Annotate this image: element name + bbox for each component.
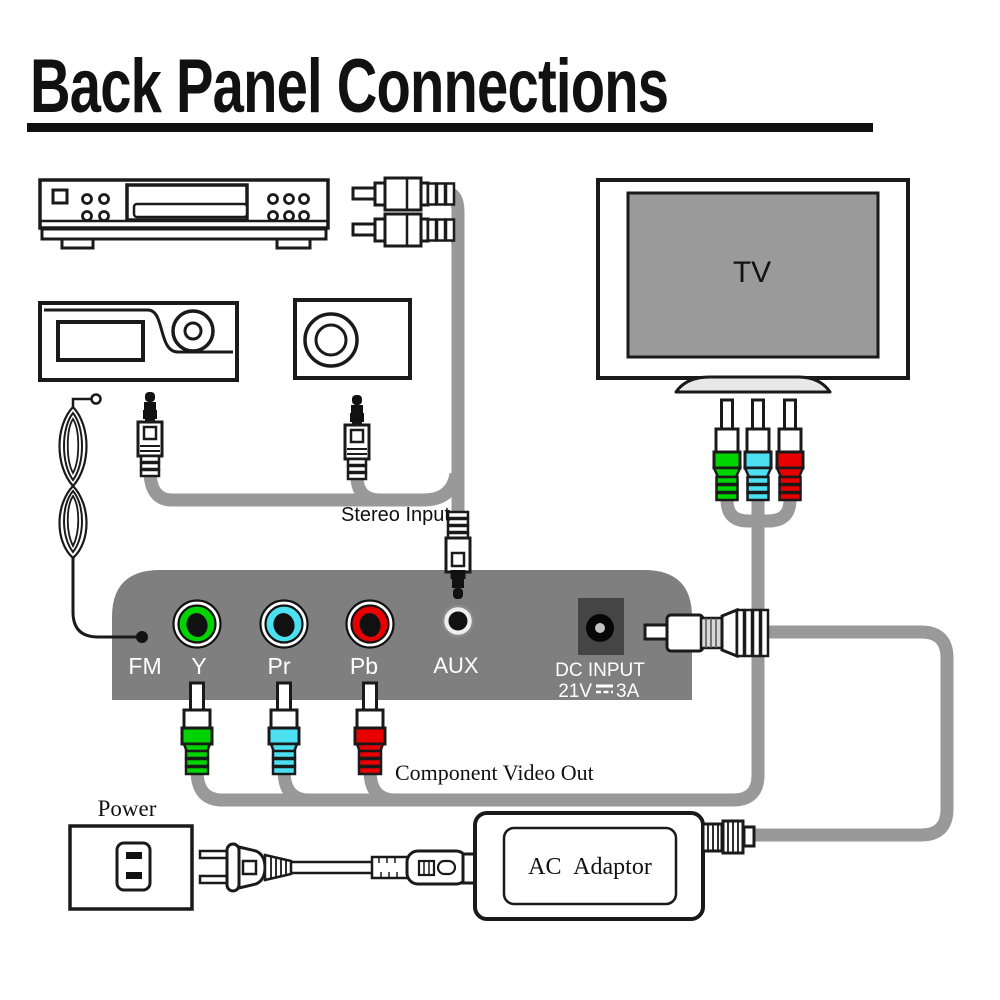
dvd-player-illustration bbox=[38, 178, 330, 250]
aux-label: AUX bbox=[433, 653, 479, 678]
c7-strain-relief bbox=[370, 855, 410, 880]
pr-jack[interactable] bbox=[259, 599, 309, 649]
dc-symbol-icon bbox=[596, 684, 613, 694]
fm-label: FM bbox=[128, 653, 161, 679]
tv-stand bbox=[674, 375, 832, 394]
outlet-socket[interactable] bbox=[115, 841, 152, 892]
tv-plug-red bbox=[775, 398, 805, 502]
y-jack[interactable] bbox=[172, 599, 222, 649]
power-outlet: Power bbox=[68, 796, 194, 911]
rca-plug-pair bbox=[351, 176, 456, 248]
component-plug-green bbox=[180, 681, 214, 776]
dvd-tray bbox=[132, 202, 249, 219]
pr-label: Pr bbox=[268, 653, 291, 679]
mp3-player-illustration bbox=[293, 298, 412, 380]
y-label: Y bbox=[191, 653, 206, 679]
radio-display bbox=[56, 320, 145, 362]
tv-label: TV bbox=[733, 256, 771, 289]
component-main-cable bbox=[218, 521, 765, 807]
title-underline bbox=[27, 123, 873, 132]
dvd-foot-right bbox=[275, 237, 312, 250]
rca-plug-top bbox=[351, 176, 456, 212]
component-plug-red bbox=[353, 681, 387, 776]
dvd-power-button bbox=[51, 188, 69, 205]
dvd-left-buttons bbox=[81, 193, 110, 222]
panel-body bbox=[112, 570, 692, 700]
rca-plug-bottom bbox=[351, 212, 456, 248]
mini-jack-plug-a bbox=[136, 392, 164, 478]
power-cord bbox=[198, 842, 469, 893]
ac-adaptor-label: AC Adaptor bbox=[528, 854, 652, 880]
stereo-horizontal-cable bbox=[143, 469, 463, 507]
dvd-foot-left bbox=[60, 237, 95, 250]
dvd-right-buttons bbox=[267, 193, 310, 222]
aux-mini-jack-plug bbox=[444, 510, 472, 599]
tv-illustration: TV bbox=[596, 178, 910, 394]
tv-plug-merge-cable bbox=[720, 496, 797, 528]
mini-jack-plug-b bbox=[343, 395, 371, 481]
pb-jack[interactable] bbox=[345, 599, 395, 649]
stereo-input-label: Stereo Input bbox=[341, 504, 450, 526]
dc-voltage-label: 21V bbox=[558, 681, 592, 702]
component-video-out-label: Component Video Out bbox=[395, 760, 594, 785]
plug-neck bbox=[263, 853, 293, 882]
back-panel: FM Y Pr Pb AUX DC INPUT 21V 3A bbox=[112, 570, 692, 702]
dc-power-cable bbox=[752, 625, 954, 842]
fm-terminal-dot[interactable] bbox=[136, 631, 148, 643]
ac-adaptor: AC Adaptor bbox=[461, 811, 756, 921]
radio-illustration bbox=[38, 301, 239, 382]
dc-current-label: 3A bbox=[616, 681, 640, 702]
dc-plug bbox=[643, 607, 770, 659]
tv-plug-green bbox=[712, 398, 742, 502]
tv-screen bbox=[626, 191, 880, 359]
component-out-plugs bbox=[180, 681, 387, 776]
page-title: Back Panel Connections bbox=[30, 44, 668, 129]
dc-input-label: DC INPUT bbox=[555, 660, 645, 681]
power-label: Power bbox=[98, 796, 157, 821]
pb-label: Pb bbox=[350, 653, 378, 679]
fm-antenna-icon bbox=[58, 393, 148, 643]
aux-jack[interactable] bbox=[441, 604, 475, 638]
tv-component-plugs bbox=[712, 398, 805, 502]
dc-input-socket[interactable] bbox=[578, 598, 624, 655]
component-plug-cyan bbox=[267, 681, 301, 776]
tv-plug-cyan bbox=[743, 398, 773, 502]
